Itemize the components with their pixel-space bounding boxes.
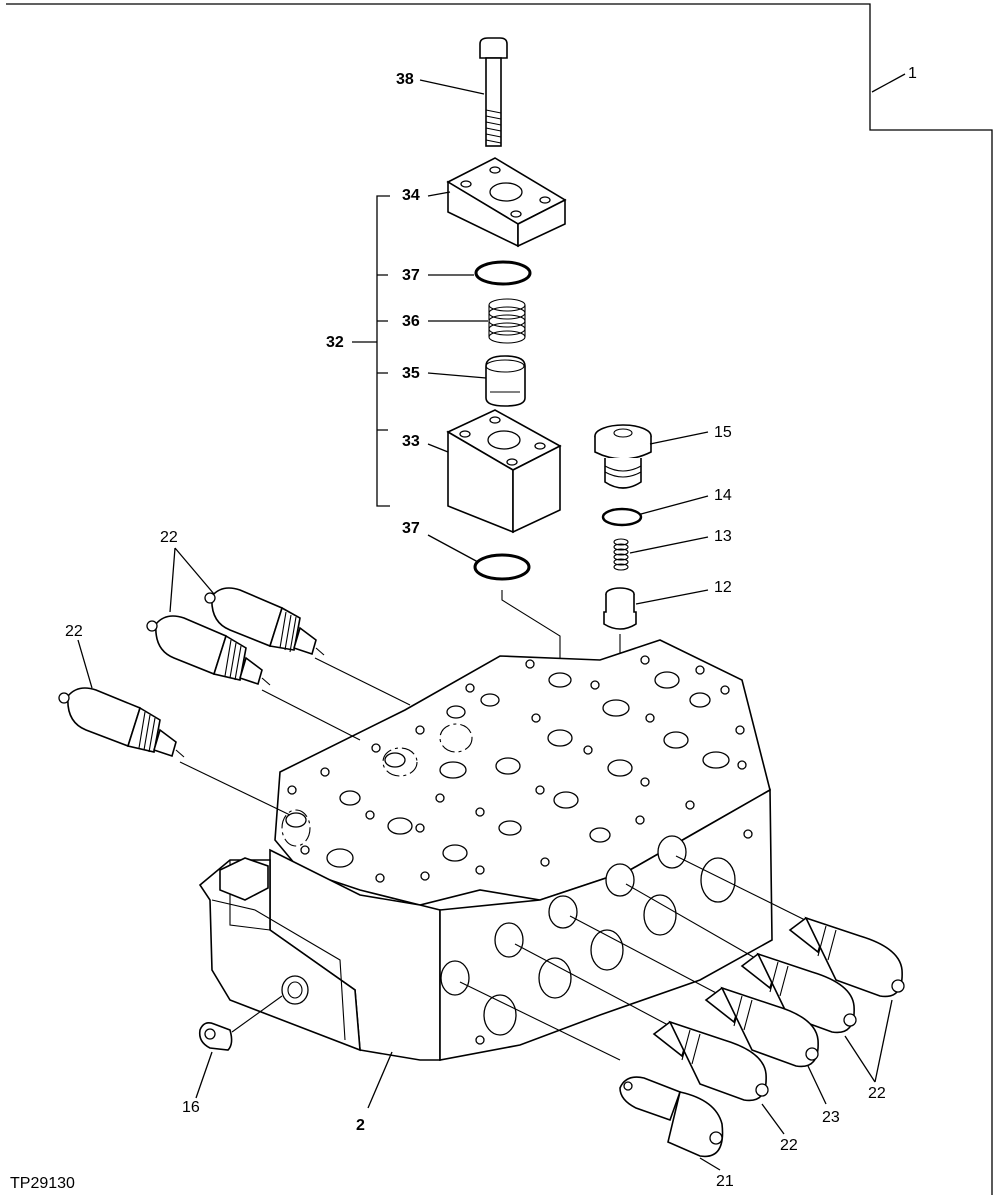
leader-14	[640, 495, 709, 515]
leader-33	[427, 443, 449, 453]
leader-15	[649, 431, 709, 445]
callout-22-top: 22	[160, 529, 178, 546]
o-ring-14	[601, 507, 643, 527]
plug-15	[594, 424, 652, 489]
callout-22-bottom: 22	[780, 1137, 798, 1154]
cartridge-22-bottom	[652, 1020, 769, 1102]
bracket-32	[376, 195, 390, 507]
plug-16	[198, 1022, 233, 1051]
leader-13	[629, 536, 709, 554]
callout-16: 16	[182, 1099, 200, 1116]
centerline-left-3	[179, 761, 291, 816]
callout-35: 35	[402, 365, 420, 382]
bolt-38	[479, 37, 508, 147]
leader-22-left	[77, 639, 93, 689]
callout-37-top: 37	[402, 267, 420, 284]
callout-21: 21	[716, 1173, 734, 1190]
callout-32: 32	[326, 334, 344, 351]
leader-22-top-a	[174, 547, 215, 595]
assembly-frame	[6, 3, 993, 1195]
callout-34: 34	[402, 187, 420, 204]
o-ring-37-bottom	[473, 553, 531, 581]
callout-14: 14	[714, 487, 732, 504]
callout-2: 2	[356, 1117, 365, 1134]
leader-12	[635, 589, 709, 605]
callout-36: 36	[402, 313, 420, 330]
callout-33: 33	[402, 433, 420, 450]
callout-22-left: 22	[65, 623, 83, 640]
centerline-left-1	[314, 657, 411, 706]
cartridge-21	[619, 1076, 724, 1158]
valve-block-33	[446, 409, 562, 534]
leader-38	[419, 79, 485, 95]
leader-22-right-a	[874, 999, 893, 1083]
leader-22-bottom	[761, 1103, 785, 1135]
leader-2	[367, 1051, 393, 1109]
leader-1	[871, 73, 906, 93]
valve-body-2	[198, 639, 773, 1061]
leader-35	[427, 372, 487, 379]
spring-36	[488, 298, 526, 344]
cartridge-22-right-b	[740, 952, 857, 1034]
cartridge-23	[704, 986, 819, 1068]
leader-37-bottom	[427, 534, 479, 563]
cartridge-22-left-a	[204, 587, 325, 656]
callout-22-right: 22	[868, 1085, 886, 1102]
centerline-left-2	[261, 689, 361, 741]
callout-23: 23	[822, 1109, 840, 1126]
callout-1: 1	[908, 65, 917, 82]
leader-34	[427, 191, 451, 197]
leader-22-top-b	[169, 547, 176, 613]
callout-38: 38	[396, 71, 414, 88]
centerline-16	[231, 995, 283, 1033]
cartridge-22-left-c	[58, 687, 185, 758]
cover-plate-34	[446, 157, 567, 248]
leader-22-right-b	[844, 1035, 876, 1083]
centerline-37	[501, 590, 561, 675]
callout-12: 12	[714, 579, 732, 596]
centerline-port-4	[625, 883, 756, 959]
figure-id: TP29130	[10, 1175, 75, 1192]
centerline-port-2	[514, 943, 669, 1026]
centerline-port-1	[459, 981, 621, 1061]
poppet-35	[485, 355, 526, 407]
callout-15: 15	[714, 424, 732, 441]
callout-13: 13	[714, 528, 732, 545]
centerline-port-5	[675, 855, 806, 921]
cartridge-22-left-b	[146, 615, 271, 686]
centerline-port-3	[569, 915, 721, 996]
leader-23	[807, 1065, 827, 1105]
spring-13	[613, 538, 629, 571]
o-ring-37-top	[474, 260, 532, 286]
leader-16	[195, 1051, 213, 1099]
leader-21	[699, 1157, 721, 1171]
callout-37-bottom: 37	[402, 520, 420, 537]
cartridge-22-right-a	[788, 916, 905, 998]
check-valve-12	[603, 587, 637, 630]
